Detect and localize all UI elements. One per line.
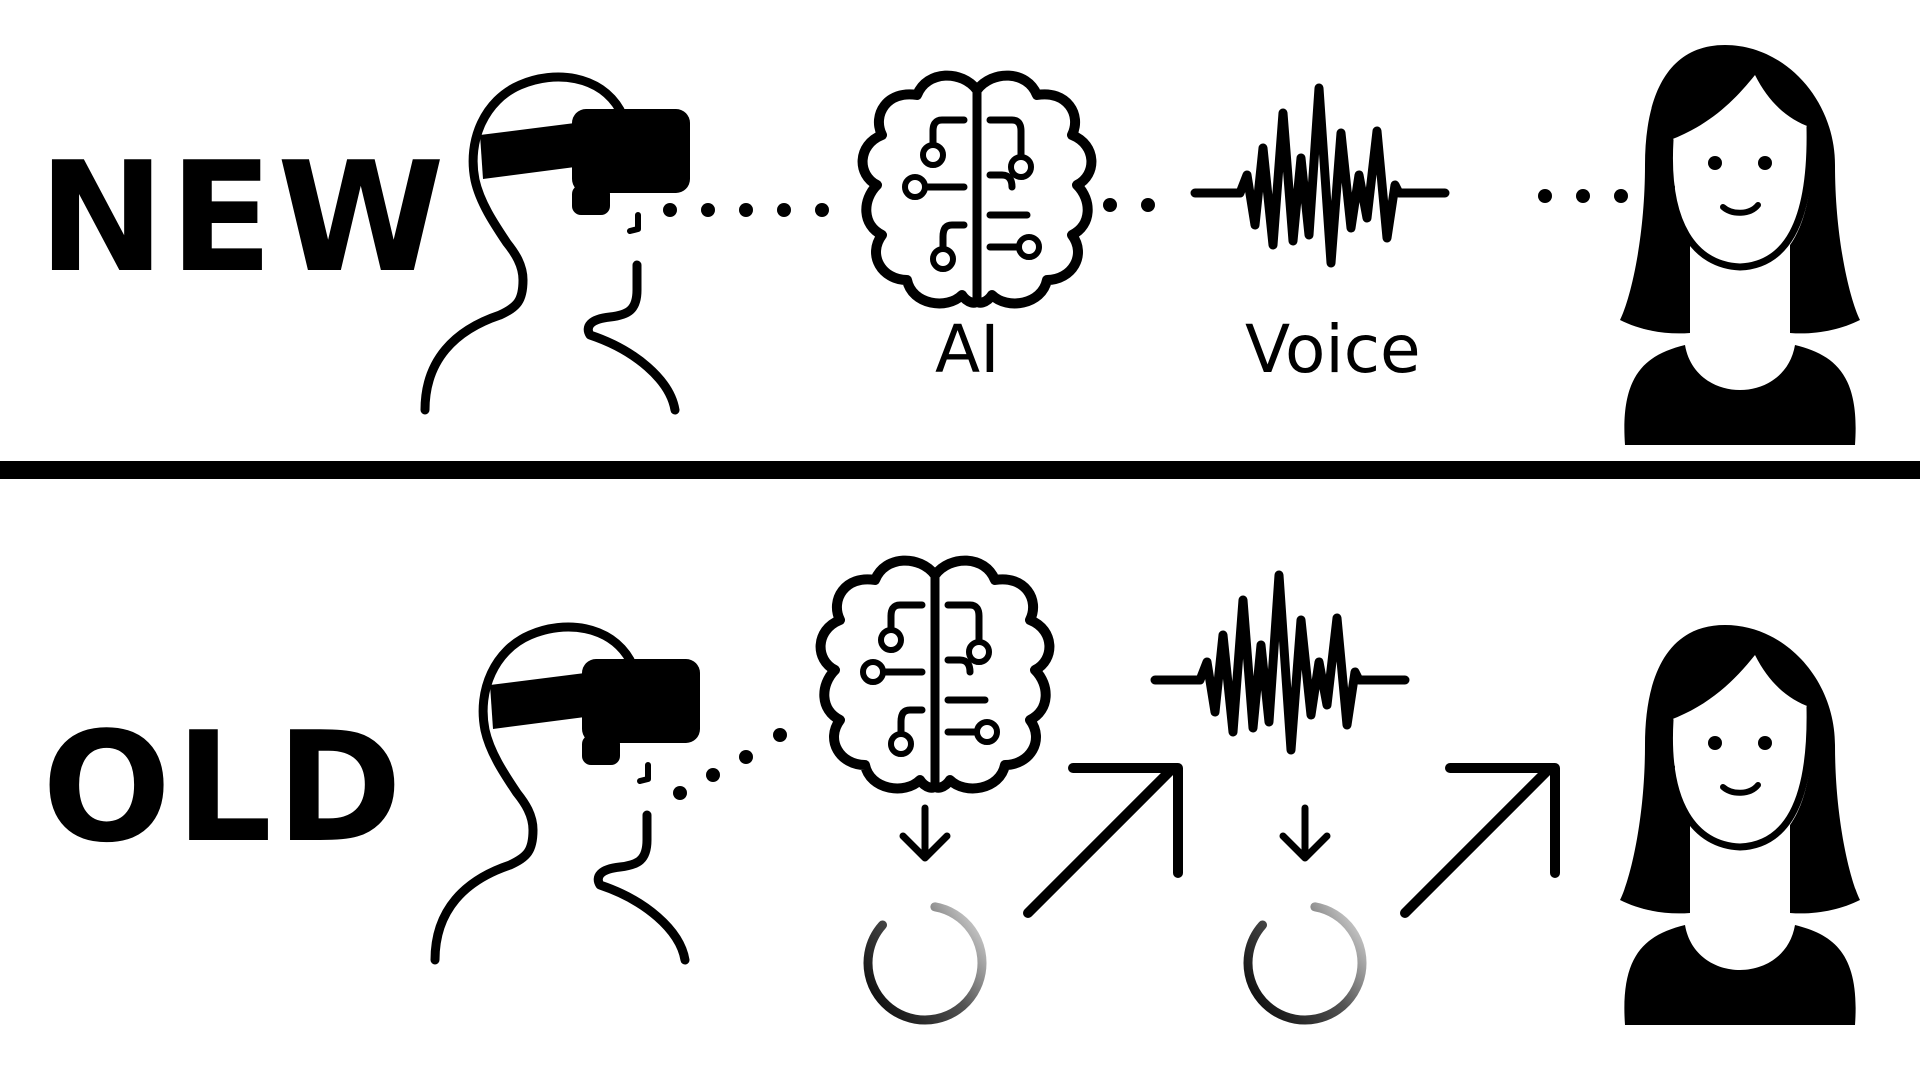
dotted-connector xyxy=(663,203,829,217)
dotted-connector xyxy=(1538,189,1628,203)
dotted-connector xyxy=(673,728,787,800)
diagonal-arrow-icon xyxy=(1405,768,1555,913)
loading-spinner-icon xyxy=(859,897,991,1029)
label-ai: AI xyxy=(935,311,1000,388)
vr-user-icon xyxy=(425,77,690,410)
diagonal-arrow-icon xyxy=(1028,768,1178,913)
voice-waveform-icon xyxy=(1195,88,1445,263)
section-divider xyxy=(0,461,1920,479)
ai-brain-icon xyxy=(863,76,1092,304)
ai-brain-icon xyxy=(821,561,1050,789)
voice-waveform-icon xyxy=(1155,575,1405,750)
down-arrow-icon xyxy=(903,808,947,858)
label-old: OLD xyxy=(42,699,406,876)
section-new: NEW AI Voice xyxy=(38,45,1860,445)
section-old: OLD xyxy=(42,561,1860,1029)
dotted-connector xyxy=(1103,198,1155,212)
vr-user-icon xyxy=(435,627,700,960)
label-new: NEW xyxy=(38,129,449,306)
woman-avatar-icon xyxy=(1620,45,1860,445)
label-voice: Voice xyxy=(1245,311,1421,388)
loading-spinner-icon xyxy=(1239,897,1371,1029)
down-arrow-icon xyxy=(1283,808,1327,858)
woman-avatar-icon xyxy=(1620,625,1860,1025)
